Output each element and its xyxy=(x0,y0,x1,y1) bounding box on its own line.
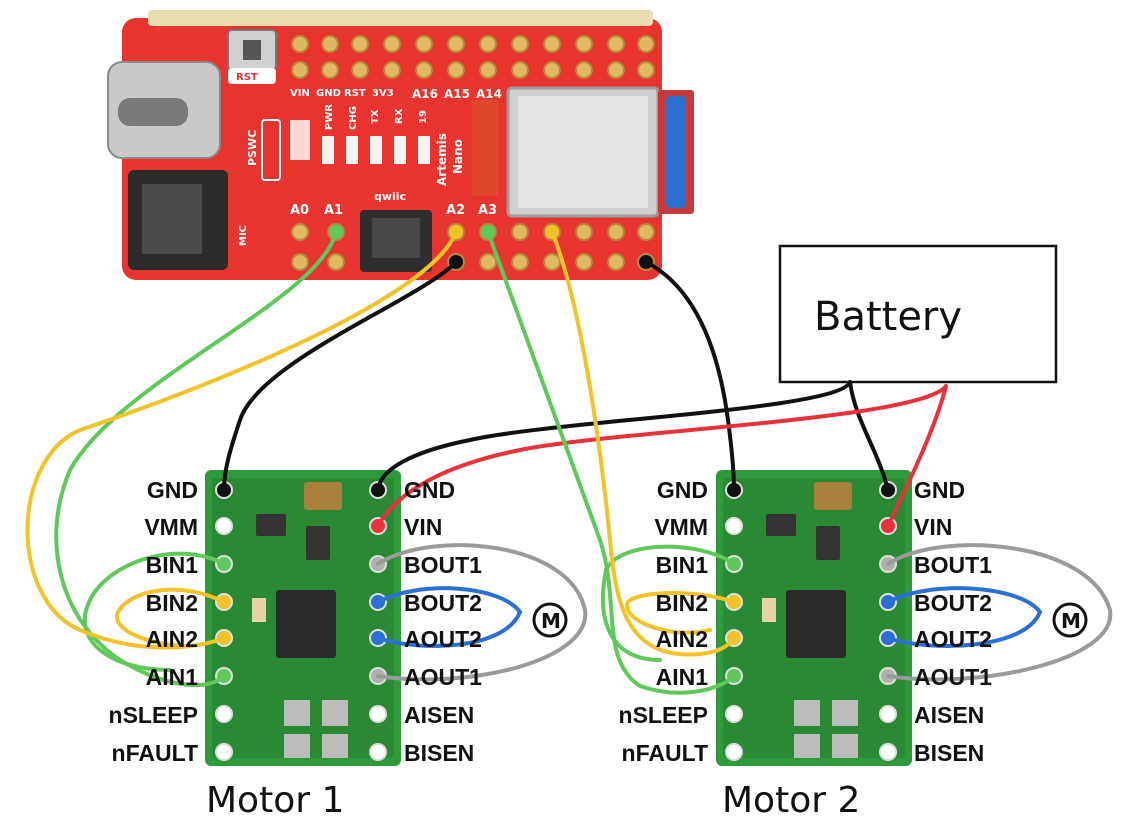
wires xyxy=(25,230,1113,695)
wire-a1-to-driver1 xyxy=(54,230,338,687)
battery-box: Battery xyxy=(778,244,1058,384)
wire-driver2-bout1-gray xyxy=(886,543,1113,682)
pin-label-bin1: BIN1 xyxy=(656,552,709,578)
motor-driver-2 xyxy=(716,470,912,766)
svg-text:A16: A16 xyxy=(412,87,438,101)
wire-driver1-bin2-loop xyxy=(115,587,226,648)
svg-text:A0: A0 xyxy=(290,203,309,218)
pin-label-vmm: VMM xyxy=(144,514,198,540)
pin-label-bout2: BOUT2 xyxy=(404,590,482,616)
pin-label-aisen: AISEN xyxy=(404,702,474,728)
motor-2-letter: M xyxy=(1061,609,1081,633)
wire-a3-to-driver2 xyxy=(486,230,736,695)
motor-1-letter: M xyxy=(541,609,561,633)
silk-pswc: PSWC xyxy=(246,130,259,166)
pin-label-gnd: GND xyxy=(147,477,198,503)
rst-button-label: RST xyxy=(236,72,258,83)
driver-2-right-labels: GND VIN BOUT1 BOUT2 AOUT2 AOUT1 AISEN BI… xyxy=(914,477,992,766)
svg-text:A2: A2 xyxy=(446,203,465,218)
pin-label-bin2: BIN2 xyxy=(656,590,708,616)
svg-text:GND: GND xyxy=(316,88,341,99)
pin-label-aout1: AOUT1 xyxy=(404,664,482,690)
driver-chip xyxy=(786,590,846,658)
wire-gnd-battery-to-driver1 xyxy=(376,380,852,492)
wire-driver1-bin1-loop xyxy=(82,551,226,672)
svg-text:RX: RX xyxy=(394,108,405,124)
silk-mic: MIC xyxy=(238,225,249,246)
svg-text:A1: A1 xyxy=(324,203,343,218)
wire-a2-to-driver1 xyxy=(25,230,458,650)
driver-1-right-labels: GND VIN BOUT1 BOUT2 AOUT2 AOUT1 AISEN BI… xyxy=(404,477,482,766)
battery-label: Battery xyxy=(814,294,962,340)
motor-driver-1 xyxy=(205,470,401,766)
pin-label-nfault: nFAULT xyxy=(112,740,198,766)
pin-label-bisen: BISEN xyxy=(914,740,984,766)
pin-label-aout2: AOUT2 xyxy=(404,626,482,652)
driver-chip xyxy=(276,590,336,658)
svg-text:TX: TX xyxy=(370,109,381,124)
wire-vin-battery-to-driver2 xyxy=(886,384,948,528)
pin-label-bout1: BOUT1 xyxy=(404,552,482,578)
svg-text:A15: A15 xyxy=(444,87,470,101)
svg-text:RST: RST xyxy=(344,88,366,99)
pin-label-aisen: AISEN xyxy=(914,702,984,728)
motor-1-symbol: M xyxy=(532,602,568,638)
wire-gnd-board-to-driver1 xyxy=(222,260,458,492)
pin-label-nsleep: nSLEEP xyxy=(619,702,708,728)
silk-top-labels: VIN GND RST 3V3 A16 A15 A14 xyxy=(290,87,502,101)
wire-endpoints xyxy=(217,225,741,683)
pin-label-ain1: AIN1 xyxy=(146,664,199,690)
pin-label-bisen: BISEN xyxy=(404,740,474,766)
wire-driver1-bout2-blue xyxy=(376,586,523,648)
pin-label-bout1: BOUT1 xyxy=(914,552,992,578)
pin-label-vin: VIN xyxy=(404,514,442,540)
silk-name-2: Nano xyxy=(451,139,465,174)
artemis-nano-board: RST VIN GND RST 3V3 A16 A1 xyxy=(107,10,694,280)
silk-qwiic: qwiic xyxy=(374,190,406,203)
pin-label-aout1: AOUT1 xyxy=(914,664,992,690)
svg-text:VIN: VIN xyxy=(290,88,310,99)
svg-text:19: 19 xyxy=(418,110,429,124)
silk-name-1: Artemis xyxy=(435,133,449,186)
pin-label-ain1: AIN1 xyxy=(656,664,709,690)
wire-gnd-board-to-driver2 xyxy=(644,260,736,492)
pin-label-bin1: BIN1 xyxy=(146,552,199,578)
wire-driver2-bin2-loop xyxy=(625,591,736,635)
silk-bottom-labels: A0 A1 A2 A3 xyxy=(290,203,497,218)
pin-label-nsleep: nSLEEP xyxy=(109,702,198,728)
wire-vin-battery-to-driver1 xyxy=(376,384,948,528)
pin-label-gnd: GND xyxy=(404,477,455,503)
silk-led-labels: PWR CHG TX RX 19 xyxy=(322,104,430,164)
svg-text:A3: A3 xyxy=(478,203,497,218)
pin-label-ain2: AIN2 xyxy=(656,626,708,652)
svg-text:A14: A14 xyxy=(476,87,502,101)
pin-label-vmm: VMM xyxy=(654,514,708,540)
pin-label-gnd: GND xyxy=(914,477,965,503)
svg-text:3V3: 3V3 xyxy=(372,88,394,99)
pin-label-vin: VIN xyxy=(914,514,952,540)
pin-label-bout2: BOUT2 xyxy=(914,590,992,616)
pin-label-aout2: AOUT2 xyxy=(914,626,992,652)
pin-label-bin2: BIN2 xyxy=(146,590,198,616)
pin-label-gnd: GND xyxy=(657,477,708,503)
motor-1-caption: Motor 1 xyxy=(206,780,344,821)
wire-gnd-battery-to-driver2 xyxy=(848,380,890,492)
pin-label-nfault: nFAULT xyxy=(622,740,708,766)
svg-text:CHG: CHG xyxy=(348,106,359,130)
wire-yellow-to-driver2 xyxy=(550,230,736,657)
motor-2-symbol: M xyxy=(1052,602,1088,638)
motor-2-caption: Motor 2 xyxy=(722,780,860,821)
wire-driver2-bout2-blue xyxy=(886,586,1043,648)
top-header-pads xyxy=(291,35,655,79)
pin-label-ain2: AIN2 xyxy=(146,626,198,652)
driver-1-left-labels: GND VMM BIN1 BIN2 AIN2 AIN1 nSLEEP nFAUL… xyxy=(109,477,199,766)
wire-driver2-bin1-loop xyxy=(601,544,736,662)
driver-2-left-labels: GND VMM BIN1 BIN2 AIN2 AIN1 nSLEEP nFAUL… xyxy=(619,477,709,766)
wire-driver1-bout1-gray xyxy=(376,543,588,682)
svg-text:PWR: PWR xyxy=(324,104,335,130)
